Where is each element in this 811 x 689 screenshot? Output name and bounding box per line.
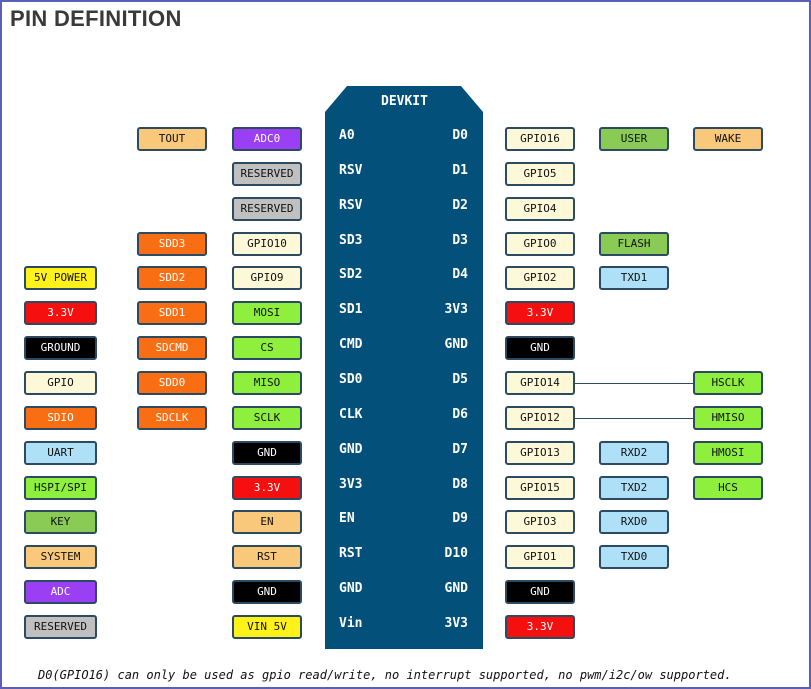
right-func-gpio4: GPIO4 — [505, 196, 575, 221]
right-func-gpio5: GPIO5 — [505, 161, 575, 186]
right-func-gpio1: GPIO1 — [505, 545, 575, 570]
left-pin-a0: A0 — [339, 128, 355, 143]
right-alt2-hmosi: HMOSI — [693, 440, 763, 465]
legend-3-3v: 3.3V — [24, 301, 97, 326]
devkit-board — [325, 86, 483, 649]
left-func-en: EN — [232, 510, 302, 535]
left-alt-sdd1: SDD1 — [137, 301, 207, 326]
legend-hspi-spi: HSPI/SPI — [24, 475, 97, 500]
right-func-gpio14: GPIO14 — [505, 370, 575, 395]
left-alt-sdcmd: SDCMD — [137, 336, 207, 361]
left-pin-sd1: SD1 — [339, 302, 363, 318]
left-pin-sd2: SD2 — [339, 267, 363, 283]
right-alt2-wake: WAKE — [693, 127, 763, 151]
left-func-rst: RST — [232, 545, 302, 570]
right-alt-rxd2: RXD2 — [599, 440, 669, 465]
right-alt2-hcs: HCS — [693, 475, 763, 500]
right-pin-gnd: GND — [444, 581, 468, 597]
left-pin-cmd: CMD — [339, 337, 363, 353]
right-pin-3v3: 3V3 — [444, 615, 468, 631]
right-pin-d6: D6 — [452, 406, 468, 422]
right-alt-user: USER — [599, 127, 669, 151]
legend-sdio: SDIO — [24, 405, 97, 430]
right-func-gpio16: GPIO16 — [505, 127, 575, 151]
left-alt-sdclk: SDCLK — [137, 405, 207, 430]
legend-system: SYSTEM — [24, 545, 97, 570]
right-pin-d4: D4 — [452, 267, 468, 283]
left-pin-vin: Vin — [339, 615, 363, 631]
left-pin-3v3: 3V3 — [339, 476, 363, 492]
left-func-reserved: RESERVED — [232, 196, 302, 221]
left-func-sclk: SCLK — [232, 405, 302, 430]
right-func-3-3v: 3.3V — [505, 301, 575, 326]
left-func-vin-5v: VIN 5V — [232, 614, 302, 639]
right-func-gpio12: GPIO12 — [505, 405, 575, 430]
board-name: DEVKIT — [381, 94, 428, 109]
left-pin-rst: RST — [339, 546, 363, 562]
legend-adc: ADC — [24, 580, 97, 605]
left-pin-sd0: SD0 — [339, 371, 363, 387]
left-func-mosi: MOSI — [232, 301, 302, 326]
right-alt-rxd0: RXD0 — [599, 510, 669, 535]
right-func-3-3v: 3.3V — [505, 614, 575, 639]
left-func-reserved: RESERVED — [232, 161, 302, 186]
left-pin-gnd: GND — [339, 441, 363, 457]
right-pin-d2: D2 — [452, 197, 468, 213]
right-func-gpio3: GPIO3 — [505, 510, 575, 535]
right-pin-d1: D1 — [452, 162, 468, 178]
connector-line — [575, 382, 694, 385]
right-alt2-hmiso: HMISO — [693, 405, 763, 430]
left-alt-sdd2: SDD2 — [137, 266, 207, 291]
page-title: PIN DEFINITION — [10, 6, 182, 31]
right-func-gnd: GND — [505, 336, 575, 361]
right-func-gpio2: GPIO2 — [505, 266, 575, 291]
legend-gpio: GPIO — [24, 370, 97, 395]
right-pin-d9: D9 — [452, 511, 468, 527]
footnote: D0(GPIO16) can only be used as gpio read… — [38, 668, 732, 682]
left-func-cs: CS — [232, 336, 302, 361]
right-pin-d10: D10 — [444, 546, 468, 562]
legend-uart: UART — [24, 440, 97, 465]
right-func-gnd: GND — [505, 580, 575, 605]
legend-ground: GROUND — [24, 336, 97, 361]
right-alt-txd2: TXD2 — [599, 475, 669, 500]
right-pin-d8: D8 — [452, 476, 468, 492]
right-alt-txd0: TXD0 — [599, 545, 669, 570]
connector-line — [575, 417, 694, 420]
right-pin-3v3: 3V3 — [444, 302, 468, 318]
left-alt-sdd3: SDD3 — [137, 231, 207, 256]
left-pin-rsv: RSV — [339, 162, 363, 178]
left-func-miso: MISO — [232, 370, 302, 395]
left-pin-en: EN — [339, 511, 355, 527]
left-func-3-3v: 3.3V — [232, 475, 302, 500]
right-func-gpio15: GPIO15 — [505, 475, 575, 500]
left-func-gnd: GND — [232, 580, 302, 605]
right-pin-d3: D3 — [452, 232, 468, 248]
right-func-gpio0: GPIO0 — [505, 231, 575, 256]
left-func-gpio10: GPIO10 — [232, 231, 302, 256]
right-alt-txd1: TXD1 — [599, 266, 669, 291]
legend-reserved: RESERVED — [24, 614, 97, 639]
legend-5v-power: 5V POWER — [24, 266, 97, 291]
right-pin-d7: D7 — [452, 441, 468, 457]
legend-key: KEY — [24, 510, 97, 535]
left-func-gpio9: GPIO9 — [232, 266, 302, 291]
right-pin-d5: D5 — [452, 371, 468, 387]
left-alt-sdd0: SDD0 — [137, 370, 207, 395]
left-func-gnd: GND — [232, 440, 302, 465]
right-func-gpio13: GPIO13 — [505, 440, 575, 465]
right-alt2-hsclk: HSCLK — [693, 370, 763, 395]
left-pin-gnd: GND — [339, 581, 363, 597]
right-pin-gnd: GND — [444, 337, 468, 353]
right-alt-flash: FLASH — [599, 231, 669, 256]
left-pin-rsv: RSV — [339, 197, 363, 213]
left-func-adc0: ADC0 — [232, 127, 302, 151]
left-pin-sd3: SD3 — [339, 232, 363, 248]
left-alt-tout: TOUT — [137, 127, 207, 151]
left-pin-clk: CLK — [339, 406, 363, 422]
right-pin-d0: D0 — [452, 128, 468, 143]
